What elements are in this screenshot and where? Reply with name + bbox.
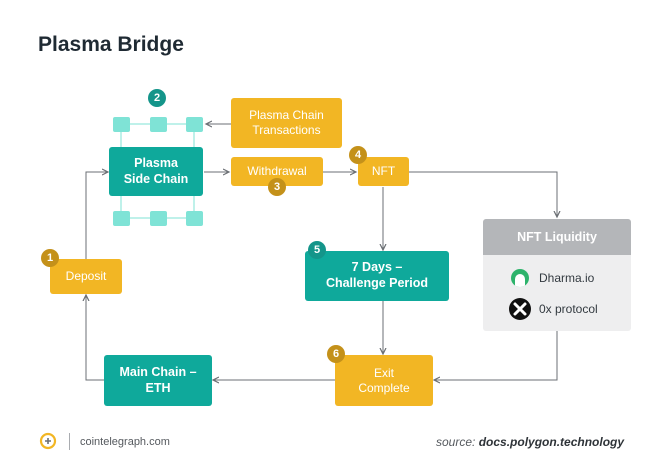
block-icon xyxy=(150,117,167,132)
step-badge-1: 1 xyxy=(41,249,59,267)
nft-liquidity-item: Dharma.io xyxy=(539,271,595,285)
footer-brand: cointelegraph.com xyxy=(80,436,170,448)
step-badge-3: 3 xyxy=(268,178,286,196)
dharma-icon xyxy=(511,269,529,287)
main-chain-node: Main Chain – ETH xyxy=(104,355,212,406)
0x-protocol-icon xyxy=(509,298,531,320)
challenge-period-node: 7 Days – Challenge Period xyxy=(305,251,449,301)
page-title: Plasma Bridge xyxy=(38,33,184,56)
block-icon xyxy=(113,211,130,226)
deposit-node: Deposit xyxy=(50,259,122,294)
step-badge-2: 2 xyxy=(148,89,166,107)
step-badge-5: 5 xyxy=(308,241,326,259)
nft-node: NFT xyxy=(358,157,409,186)
block-icon xyxy=(113,117,130,132)
step-badge-6: 6 xyxy=(327,345,345,363)
cointelegraph-logo-icon xyxy=(39,432,57,450)
exit-complete-node: Exit Complete xyxy=(335,355,433,406)
nft-liquidity-item: 0x protocol xyxy=(539,302,598,316)
source-credit: source: docs.polygon.technology xyxy=(436,435,624,449)
footer-divider xyxy=(69,433,70,450)
source-prefix: source: xyxy=(436,435,476,449)
plasma-side-chain-node: Plasma Side Chain xyxy=(109,147,203,196)
block-icon xyxy=(186,117,203,132)
nft-liquidity-title: NFT Liquidity xyxy=(483,219,631,255)
step-badge-4: 4 xyxy=(349,146,367,164)
block-icon xyxy=(150,211,167,226)
source-link: docs.polygon.technology xyxy=(478,435,625,449)
block-icon xyxy=(186,211,203,226)
plasma-chain-transactions-node: Plasma Chain Transactions xyxy=(231,98,342,148)
